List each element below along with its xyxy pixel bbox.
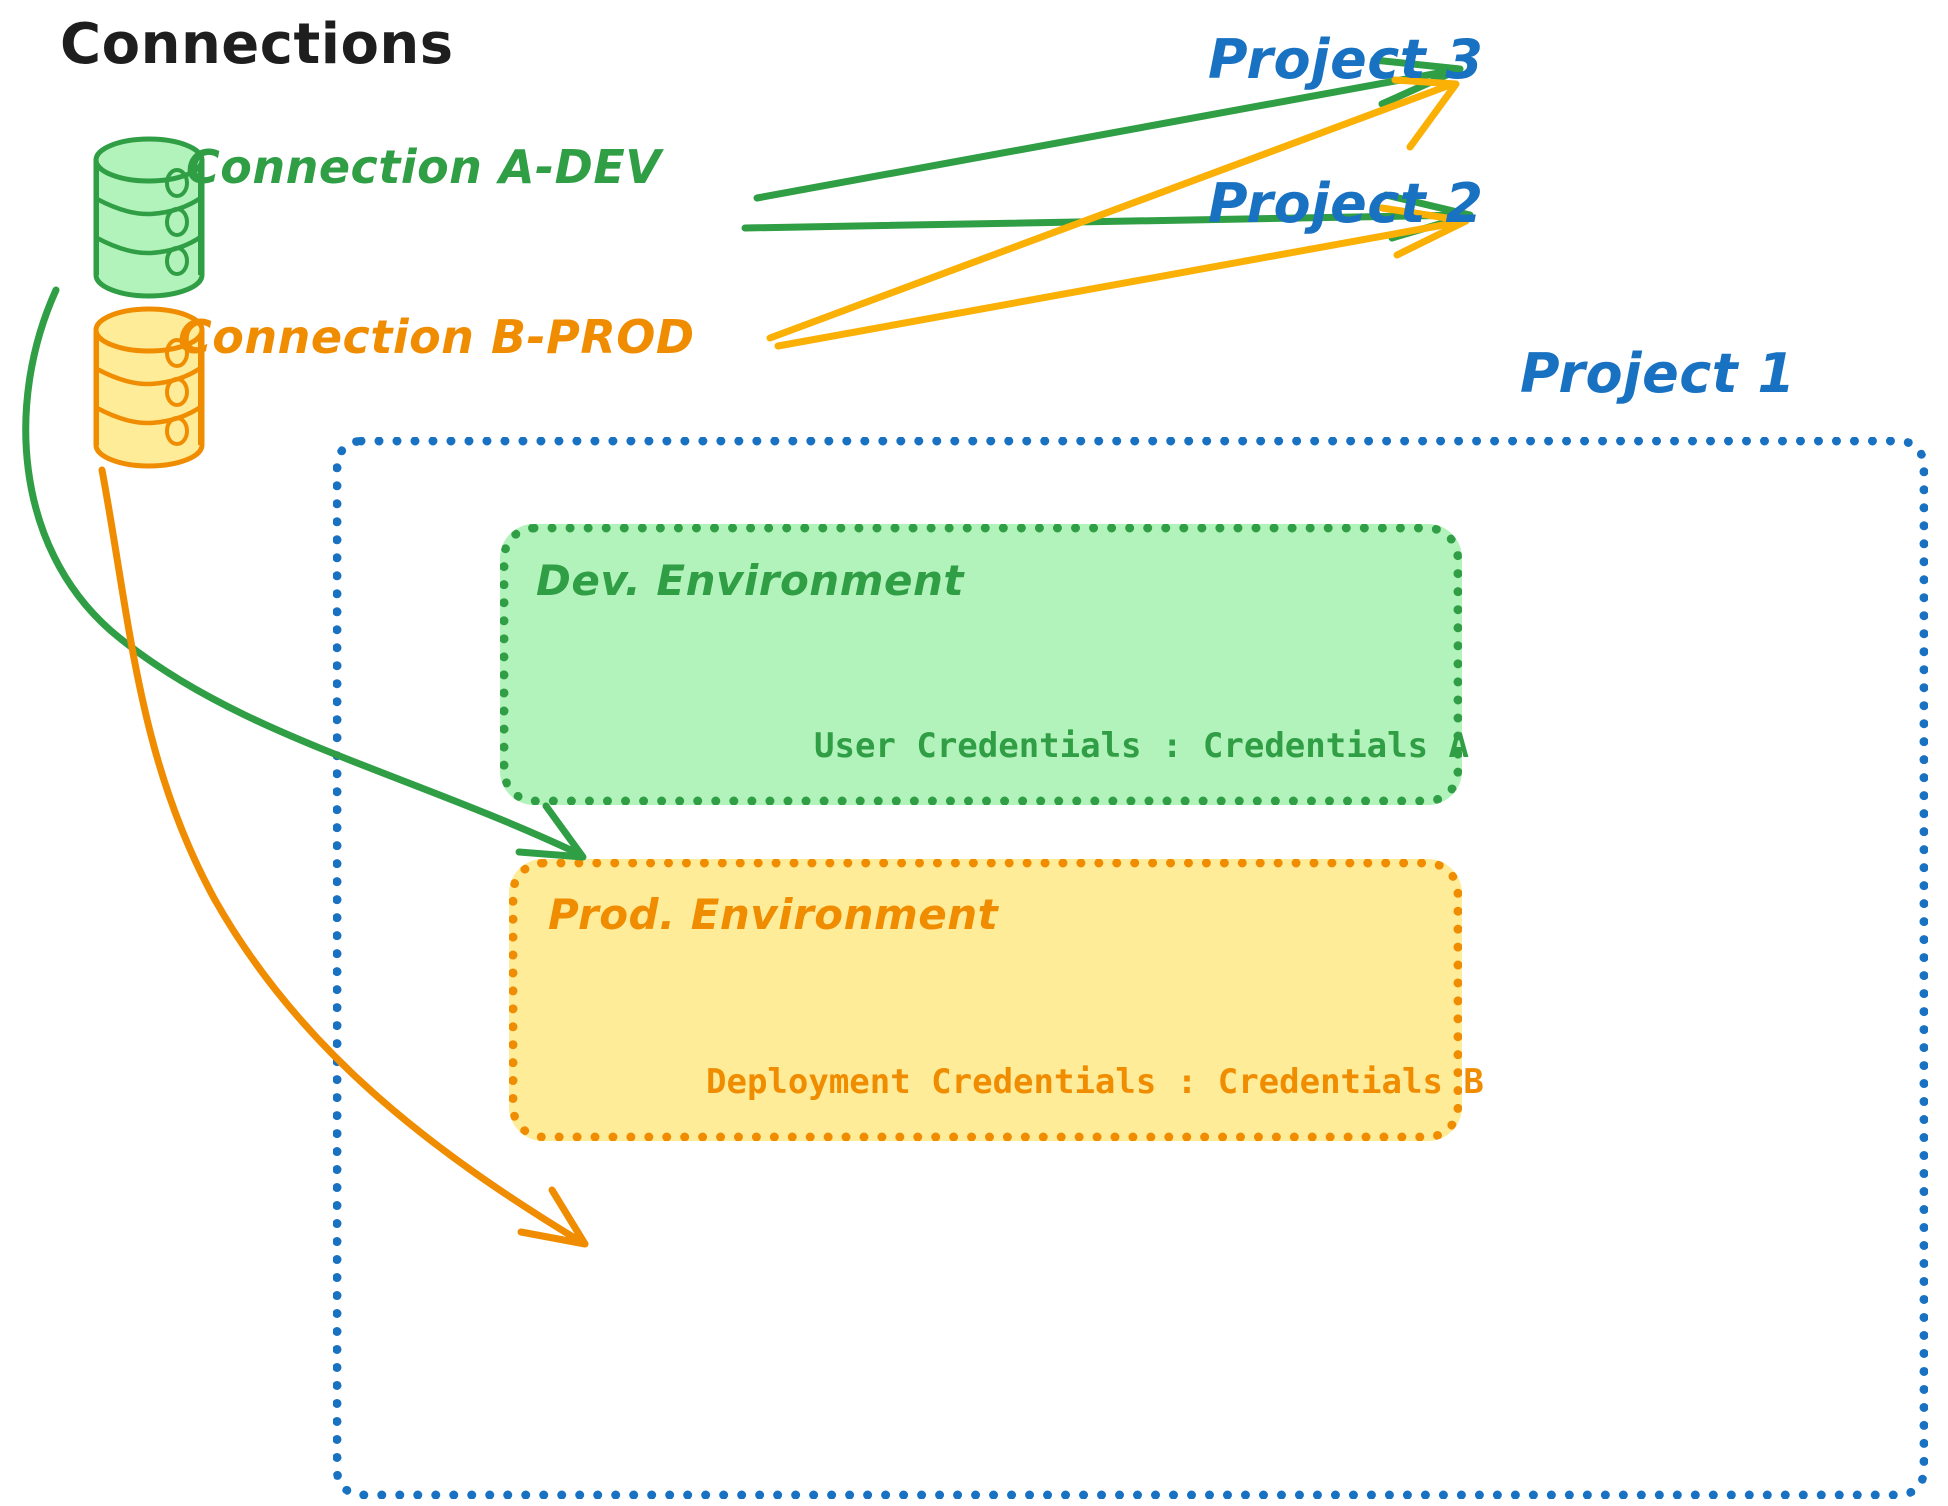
database-icon-a-dev (93, 136, 205, 299)
connection-b-prod-label: Connection B-PROD (178, 310, 695, 364)
edge-a-dev-to-dev-environment (22, 286, 587, 861)
edge-b-prod-to-project-2 (774, 204, 1470, 350)
project-2-label: Project 2 (1208, 172, 1484, 235)
edge-b-prod-to-prod-environment (98, 466, 589, 1248)
page-title: Connections (60, 12, 454, 77)
edge-b-prod-to-project-3 (766, 76, 1460, 342)
database-icon-b-prod (93, 306, 205, 469)
project-3-label: Project 3 (1208, 28, 1484, 91)
project-1-label: Project 1 (1520, 342, 1796, 405)
connection-a-dev-label: Connection A-DEV (186, 140, 662, 194)
edge-a-dev-to-project-3 (753, 56, 1464, 202)
project-1-container (333, 437, 1928, 1499)
dev-environment-credentials: User Credentials : Credentials A (814, 726, 1470, 766)
prod-environment-credentials: Deployment Credentials : Credentials B (706, 1062, 1484, 1102)
dev-environment-title: Dev. Environment (536, 556, 964, 605)
prod-environment-title: Prod. Environment (548, 890, 999, 939)
prod-environment-box (509, 859, 1462, 1141)
dev-environment-box (500, 524, 1462, 805)
